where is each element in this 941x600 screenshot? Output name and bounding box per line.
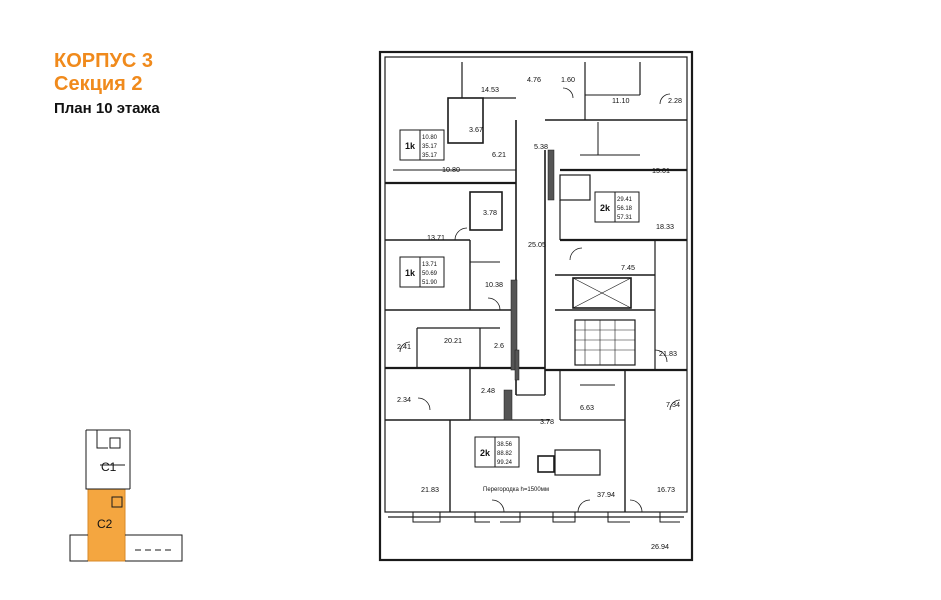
key-plan-section-highlight xyxy=(87,488,126,562)
key-plan-label-c2: C2 xyxy=(97,517,113,531)
room-area: 6.63 xyxy=(580,403,594,412)
room-area: 18.33 xyxy=(656,222,674,231)
room-area: 25.05 xyxy=(528,240,546,249)
building-title: КОРПУС 3 xyxy=(54,50,154,72)
apt-2-type: 2k xyxy=(600,203,611,213)
room-area: 14.53 xyxy=(481,85,499,94)
room-area: 7.34 xyxy=(666,400,680,409)
apt-3-total-area: 50.69 xyxy=(422,271,438,277)
apt-4-total-area: 88.82 xyxy=(497,451,513,457)
section-title: Секция 2 xyxy=(54,73,143,95)
room-area: 11.10 xyxy=(612,96,629,105)
apt-1-living-area: 10.80 xyxy=(422,135,438,141)
room-area: 6.21 xyxy=(492,150,506,159)
room-area: 2.41 xyxy=(397,342,411,351)
room-area: 4.76 xyxy=(527,75,541,84)
room-area: 16.73 xyxy=(657,485,675,494)
apartment-labels: 1k 10.80 35.17 35.17 2k 29.41 56.18 57.3… xyxy=(405,135,633,466)
apt-2-total-area: 56.18 xyxy=(617,206,633,212)
room-area: 2.48 xyxy=(481,386,495,395)
room-area: 3.67 xyxy=(469,125,483,134)
apt-1-type: 1k xyxy=(405,141,416,151)
room-area-labels: 14.53 4.76 1.60 11.10 2.28 3.67 6.21 5.3… xyxy=(397,75,682,551)
room-area: 21.83 xyxy=(659,349,677,358)
key-plan-label-c1: C1 xyxy=(101,460,117,474)
room-area: 2.34 xyxy=(397,395,411,404)
apt-2-gross-area: 57.31 xyxy=(617,215,633,221)
room-area: 5.38 xyxy=(534,142,548,151)
room-area: 15.01 xyxy=(652,166,670,175)
apt-4-gross-area: 99.24 xyxy=(497,460,513,466)
key-plan xyxy=(69,429,183,562)
room-area: 21.83 xyxy=(421,485,439,494)
apartment-legend-boxes xyxy=(399,129,640,468)
room-area: 2.28 xyxy=(668,96,682,105)
room-area: 37.94 xyxy=(597,490,615,499)
apt-4-living-area: 38.56 xyxy=(497,442,513,448)
apt-3-type: 1k xyxy=(405,268,416,278)
apt-1-gross-area: 35.17 xyxy=(422,153,438,159)
door-swings xyxy=(399,87,681,513)
room-area: 10.38 xyxy=(485,280,503,289)
apt-1-total-area: 35.17 xyxy=(422,144,438,150)
plan-titles: КОРПУС 3 Секция 2 План 10 этажа xyxy=(54,50,160,120)
apt-2-living-area: 29.41 xyxy=(617,197,633,203)
room-area: 10.80 xyxy=(442,165,460,174)
room-area: 13.71 xyxy=(427,233,445,242)
apt-4-type: 2k xyxy=(480,448,491,458)
apt-3-living-area: 13.71 xyxy=(422,262,438,268)
room-area: 20.21 xyxy=(444,336,462,345)
room-area: 3.78 xyxy=(540,417,554,426)
room-area: 1.60 xyxy=(561,75,575,84)
apt-3-gross-area: 51.90 xyxy=(422,280,438,286)
building-walls xyxy=(378,50,694,562)
room-area: 3.78 xyxy=(483,208,497,217)
room-area: 26.94 xyxy=(651,542,669,551)
room-area: 2.6 xyxy=(494,341,504,350)
floor-plan-title: План 10 этажа xyxy=(54,100,160,117)
room-area: 7.45 xyxy=(621,263,635,272)
partition-note: Перегородка h=1500мм xyxy=(483,487,549,493)
